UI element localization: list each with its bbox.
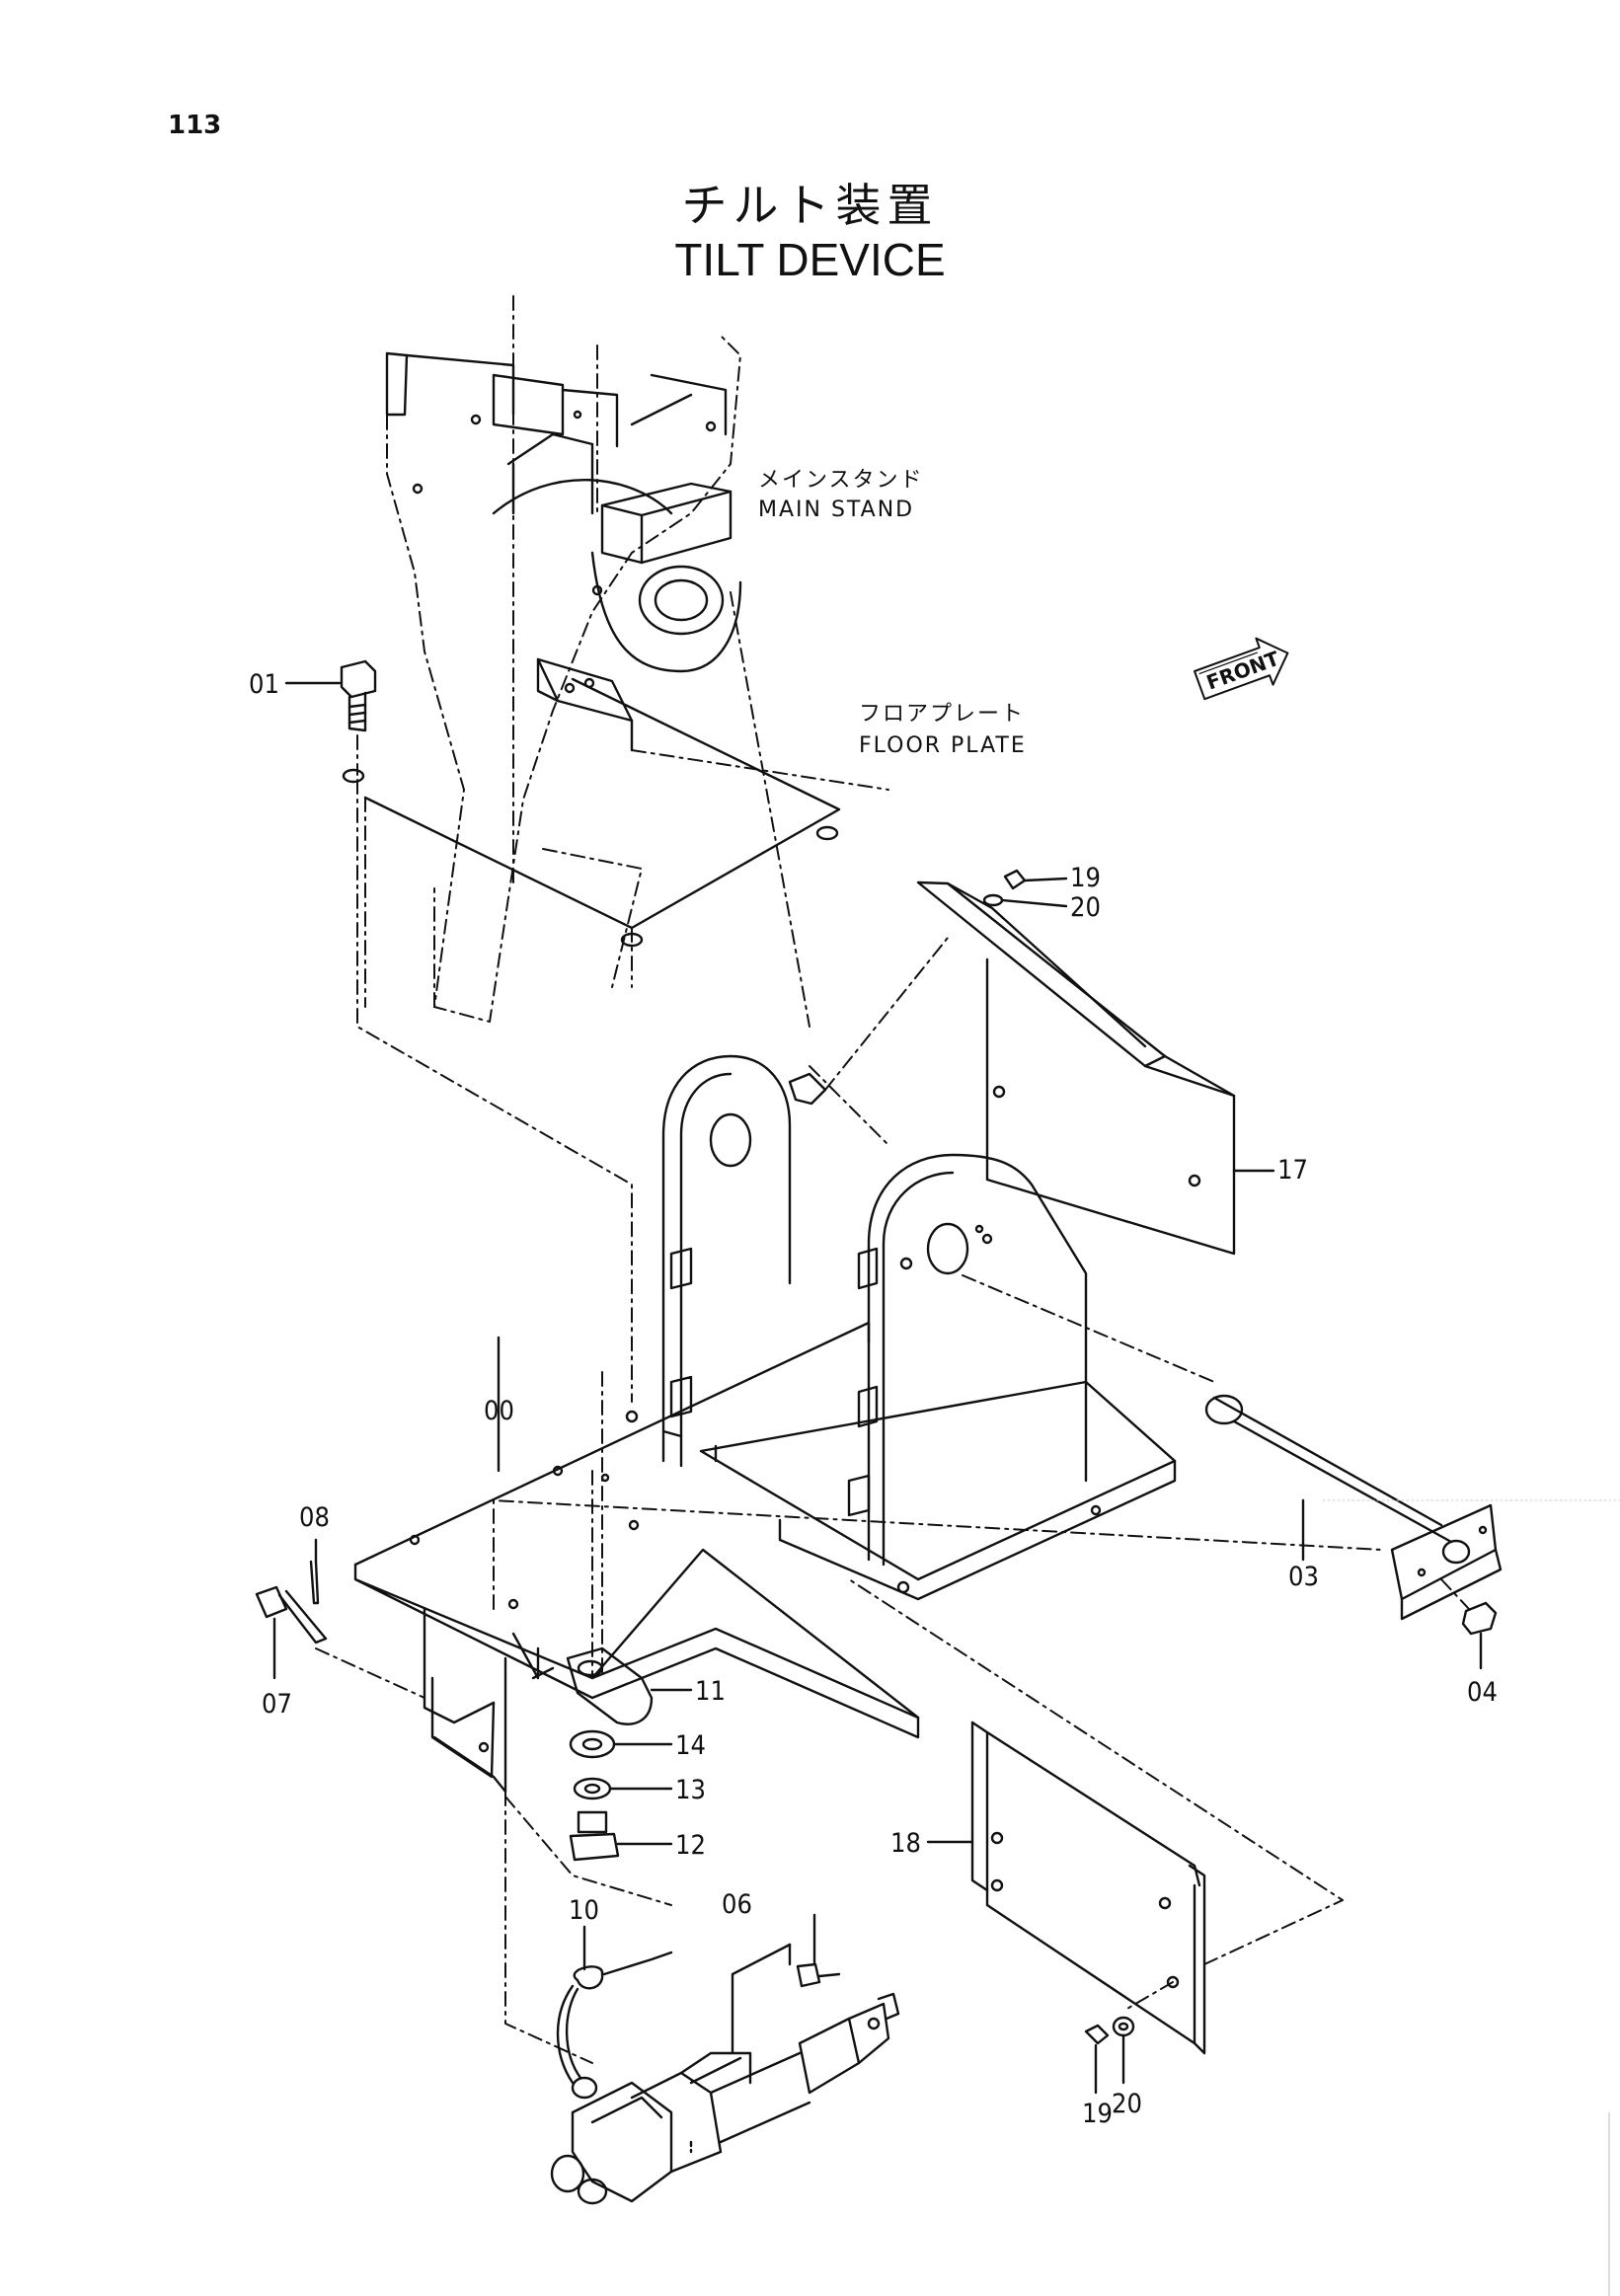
title-japanese: チルト装置 bbox=[681, 179, 939, 232]
callout-18: 18 bbox=[890, 1828, 921, 1859]
floor-plate-label-en: FLOOR PLATE bbox=[859, 733, 1027, 758]
pin-07-08 bbox=[255, 1538, 425, 1699]
center-pin-link bbox=[730, 591, 949, 1146]
callout-04: 04 bbox=[1467, 1677, 1498, 1708]
callout-14: 14 bbox=[675, 1730, 706, 1761]
front-direction-arrow: FRONT bbox=[1194, 637, 1289, 701]
screw-washer-top bbox=[982, 869, 1068, 908]
clamp-fastener-stack bbox=[566, 1470, 693, 1862]
callout-17: 17 bbox=[1277, 1155, 1308, 1186]
main-stand-label-en: MAIN STAND bbox=[758, 497, 914, 522]
screw-washer-bottom bbox=[1084, 2016, 1135, 2095]
callout-10: 10 bbox=[569, 1895, 599, 1926]
shaft-03 bbox=[962, 1274, 1503, 1621]
floor-plate-label-ja: フロアプレート bbox=[859, 702, 1025, 727]
callout-06: 06 bbox=[722, 1889, 752, 1920]
cover-plate-18 bbox=[848, 1578, 1344, 2055]
callout-12: 12 bbox=[675, 1830, 706, 1861]
page-number: 113 bbox=[168, 111, 222, 140]
floor-plate-opening bbox=[342, 677, 889, 1008]
callout-19-bottom: 19 bbox=[1082, 2099, 1113, 2129]
callout-07: 07 bbox=[262, 1689, 292, 1720]
callout-03: 03 bbox=[1288, 1562, 1319, 1592]
main-stand-solid bbox=[385, 351, 742, 752]
main-stand-label-ja: メインスタンド bbox=[758, 468, 924, 493]
rear-upright bbox=[661, 1054, 792, 1468]
callout-00: 00 bbox=[484, 1396, 514, 1426]
callout-20-bottom: 20 bbox=[1112, 2089, 1142, 2119]
title-english: TILT DEVICE bbox=[674, 234, 946, 285]
callout-11: 11 bbox=[695, 1676, 726, 1707]
front-upright bbox=[847, 1153, 1088, 1567]
cover-plate-17 bbox=[916, 880, 1275, 1256]
tilt-actuator-06 bbox=[550, 1913, 900, 2205]
callout-19-top: 19 bbox=[1070, 863, 1101, 893]
callout-20-top: 20 bbox=[1070, 892, 1101, 923]
callout-08: 08 bbox=[299, 1502, 330, 1533]
bolt-01 bbox=[284, 659, 633, 1403]
base-plate-00 bbox=[353, 1321, 1383, 2064]
bolt-04 bbox=[1440, 1578, 1498, 1670]
callout-01: 01 bbox=[249, 669, 279, 700]
callout-13: 13 bbox=[675, 1775, 706, 1805]
